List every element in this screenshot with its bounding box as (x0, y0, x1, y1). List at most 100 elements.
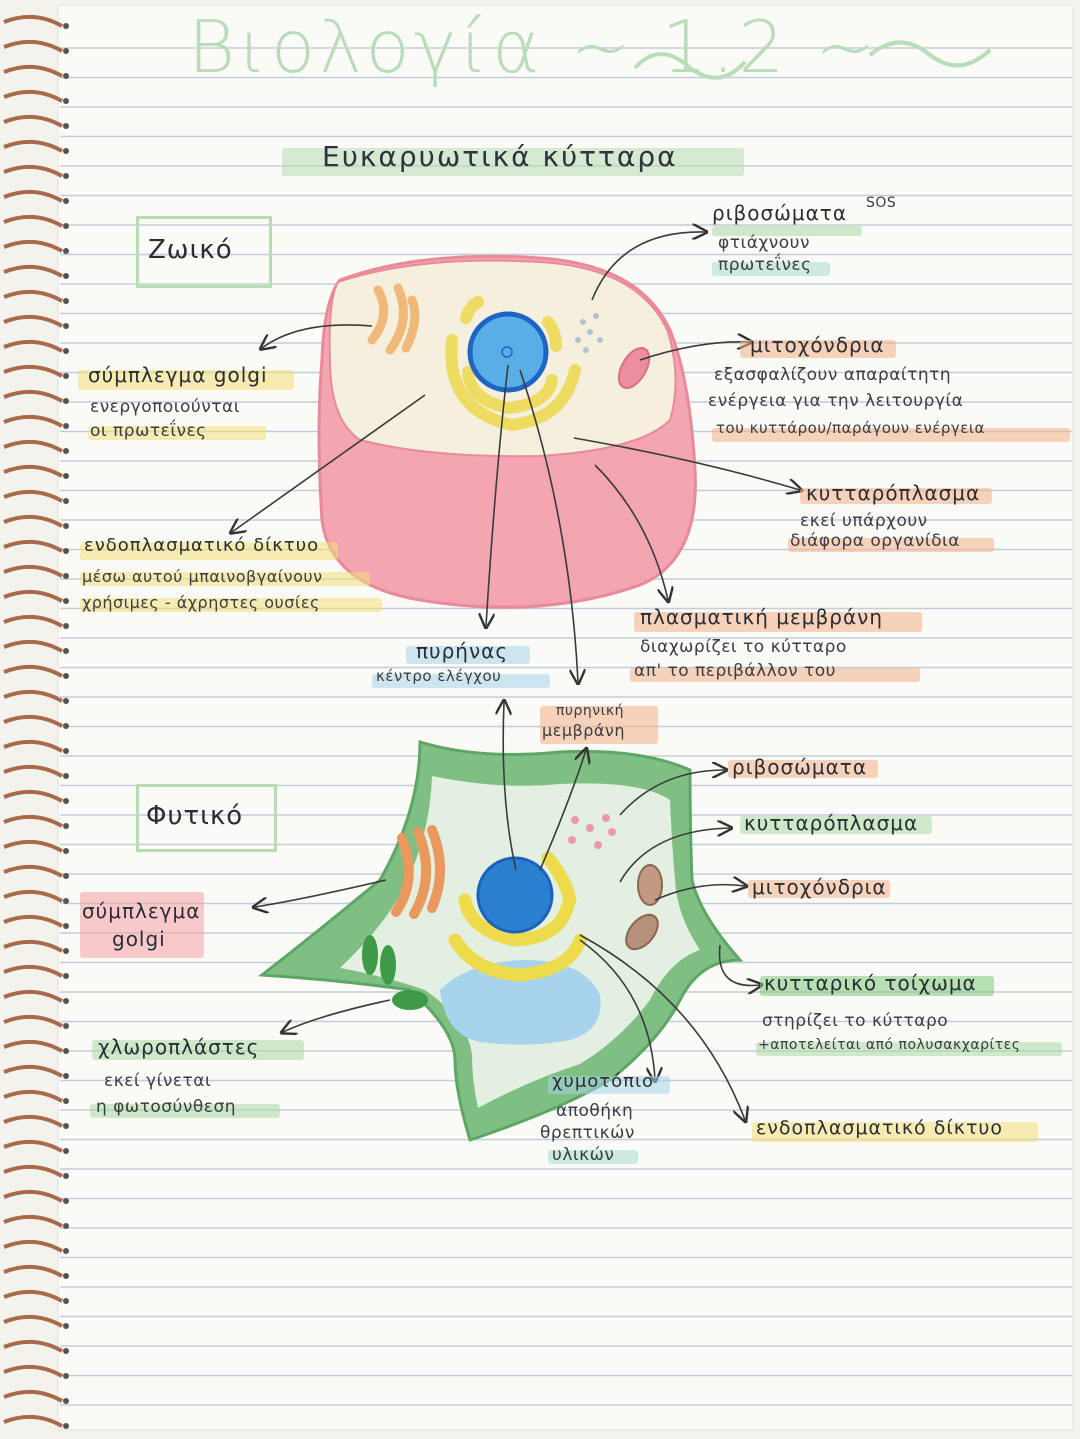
spiral-ring (3, 564, 63, 578)
spiral-ring (3, 1289, 63, 1303)
hl-animal-ribosomes-desc (712, 262, 830, 276)
spiral-ring (3, 239, 63, 253)
hl-plant-mito (748, 880, 890, 898)
binding-hole (63, 323, 69, 329)
hl-animal-membrane-desc (630, 668, 920, 682)
spiral-ring (3, 1414, 63, 1428)
spiral-ring (3, 689, 63, 703)
spiral-ring (3, 1089, 63, 1103)
animal-mitochondria (617, 347, 651, 389)
binding-hole (63, 998, 69, 1004)
page-title: Βιολογία ~ 1.2 ~ (188, 5, 880, 89)
spiral-ring (3, 139, 63, 153)
spiral-ring (3, 1389, 63, 1403)
plant-vacuole-desc-2: θρεπτικών (540, 1123, 635, 1143)
binding-hole (63, 473, 69, 479)
spiral-ring (3, 1164, 63, 1178)
animal-ribosomes-label: ριβοσώματα (712, 201, 848, 225)
binding-hole (63, 23, 69, 29)
spiral-ring (3, 889, 63, 903)
spiral-ring (3, 839, 63, 853)
animal-golgi-desc-2: οι πρωτεΐνες (90, 421, 207, 441)
binding-hole (63, 1123, 69, 1129)
hl-plant-wall (760, 976, 994, 996)
plant-ribosomes-dots (568, 814, 616, 849)
spiral-ring (3, 64, 63, 78)
plant-vacuole-desc-1: αποθήκη (556, 1101, 634, 1121)
plant-wall-desc-2: +αποτελείται από πολυσακχαρίτες (758, 1037, 1021, 1053)
binding-hole (63, 1073, 69, 1079)
animal-nucleus-label: πυρήνας (416, 639, 509, 663)
spiral-ring (3, 539, 63, 553)
binding-hole (63, 1023, 69, 1029)
plant-mito-label: μιτοχόνδρια (752, 875, 887, 899)
spiral-ring (3, 389, 63, 403)
binding-hole (63, 523, 69, 529)
spiral-ring (3, 1314, 63, 1328)
spiral-ring (3, 1189, 63, 1203)
spiral-binding (3, 14, 69, 1429)
binding-hole (63, 948, 69, 954)
binding-hole (63, 1273, 69, 1279)
plant-er-shape (448, 851, 587, 982)
hl-animal-er-desc-1 (80, 572, 370, 586)
animal-er-label: ενδοπλασματικό δίκτυο (84, 535, 320, 556)
binding-hole (63, 448, 69, 454)
binding-hole (63, 873, 69, 879)
animal-heading: Ζωικό (148, 235, 233, 265)
spiral-ring (3, 764, 63, 778)
animal-membrane-label: πλασματική μεμβράνη (640, 605, 884, 629)
plant-chloro-label: χλωροπλάστες (98, 1035, 260, 1059)
spiral-ring (3, 814, 63, 828)
plant-heading: Φυτικό (146, 801, 244, 831)
spiral-ring (3, 739, 63, 753)
hl-animal-golgi (78, 370, 294, 390)
animal-mito-label: μιτοχόνδρια (750, 333, 885, 357)
spiral-ring (3, 989, 63, 1003)
hl-animal-cytoplasm (800, 488, 992, 504)
spiral-ring (3, 1039, 63, 1053)
binding-hole (63, 598, 69, 604)
spiral-ring (3, 14, 63, 28)
spiral-ring (3, 189, 63, 203)
page-subtitle: Ευκαρυωτικά κύτταρα (322, 140, 678, 173)
hl-plant-ribosomes (728, 760, 878, 778)
binding-hole (63, 1098, 69, 1104)
binding-hole (63, 1398, 69, 1404)
plant-chloroplasts-shape (362, 935, 428, 1010)
plant-wall-desc-1: στηρίζει το κύτταρο (762, 1011, 949, 1031)
spiral-ring (3, 264, 63, 278)
animal-heading-box (136, 216, 272, 288)
animal-ribosomes-sos: SOS (866, 195, 897, 211)
binding-hole (63, 1373, 69, 1379)
binding-hole (63, 498, 69, 504)
plant-wall-label: κυτταρικό τοίχωμα (764, 971, 977, 995)
animal-golgi-shape (367, 283, 420, 355)
spiral-ring (3, 314, 63, 328)
animal-ribosomes-dots (575, 313, 603, 353)
binding-hole (63, 1423, 69, 1429)
binding-hole (63, 1198, 69, 1204)
spiral-ring (3, 664, 63, 678)
hl-plant-cytoplasm (740, 816, 932, 834)
binding-hole (63, 348, 69, 354)
binding-hole (63, 1048, 69, 1054)
binding-hole (63, 848, 69, 854)
spiral-ring (3, 214, 63, 228)
spiral-ring (3, 614, 63, 628)
binding-hole (63, 723, 69, 729)
spiral-ring (3, 414, 63, 428)
spiral-ring (3, 364, 63, 378)
binding-hole (63, 573, 69, 579)
binding-hole (63, 423, 69, 429)
animal-membrane-desc-2: απ' το περιβάλλον του (634, 661, 836, 681)
hl-nuclear-membrane (540, 706, 658, 744)
spiral-ring (3, 964, 63, 978)
spiral-ring (3, 339, 63, 353)
binding-hole (63, 1298, 69, 1304)
animal-golgi-label: σύμπλεγμα golgi (88, 363, 268, 387)
plant-chloro-desc-2: η φωτοσύνθεση (96, 1097, 237, 1117)
hl-animal-mito (740, 340, 896, 358)
spiral-ring (3, 89, 63, 103)
plant-chloro-desc-1: εκεί γίνεται (104, 1071, 212, 1091)
